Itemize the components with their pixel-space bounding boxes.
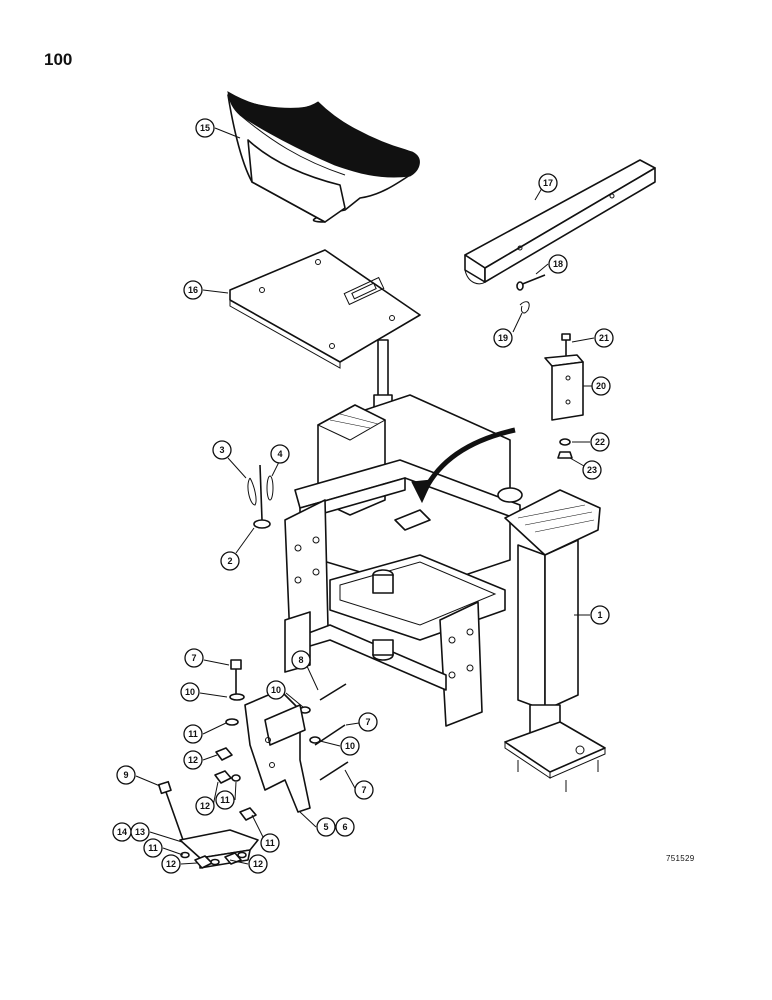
svg-text:17: 17 [543,178,553,188]
step-column [504,489,606,792]
callout-14: 14 [112,822,132,842]
callout-6: 6 [335,817,355,837]
callout-12d: 12 [248,854,268,874]
seat-cushion [227,91,420,223]
svg-text:23: 23 [587,465,597,475]
pivot-pin [247,464,274,529]
callout-11d: 11 [260,833,280,853]
svg-text:11: 11 [188,729,198,739]
svg-text:11: 11 [265,838,275,848]
svg-text:14: 14 [117,827,127,837]
callout-22: 22 [590,432,610,452]
svg-text:16: 16 [188,285,198,295]
mounting-bracket [544,333,584,459]
svg-text:1: 1 [597,610,602,620]
callout-7a: 7 [184,648,204,668]
svg-text:2: 2 [227,556,232,566]
leader-lines [135,127,595,865]
callout-21: 21 [594,328,614,348]
svg-text:8: 8 [298,655,303,665]
callout-2: 2 [220,551,240,571]
callout-15: 15 [195,118,215,138]
callout-23: 23 [582,460,602,480]
drawing-code: 751529 [666,854,695,863]
svg-text:12: 12 [253,859,263,869]
svg-text:7: 7 [361,785,366,795]
callout-11c: 11 [143,838,163,858]
callout-10c: 10 [340,736,360,756]
page-number: 100 [44,50,73,69]
lower-bracket-assembly [157,659,349,869]
svg-text:13: 13 [135,827,145,837]
svg-text:22: 22 [595,437,605,447]
svg-text:12: 12 [200,801,210,811]
callout-17: 17 [538,173,558,193]
seat-mounting-plate [229,249,421,369]
svg-text:10: 10 [271,685,281,695]
callout-12c: 12 [161,854,181,874]
svg-text:6: 6 [342,822,347,832]
callout-5: 5 [316,817,336,837]
svg-text:9: 9 [123,770,128,780]
svg-text:4: 4 [277,449,282,459]
svg-text:15: 15 [200,123,210,133]
armrest-pin [516,274,546,314]
svg-text:11: 11 [148,843,158,853]
callout-19: 19 [493,328,513,348]
svg-text:21: 21 [599,333,609,343]
svg-text:10: 10 [185,687,195,697]
callout-20: 20 [591,376,611,396]
callout-1: 1 [590,605,610,625]
svg-text:19: 19 [498,333,508,343]
callout-12a: 12 [183,750,203,770]
main-frame [284,394,523,727]
callout-7c: 7 [354,780,374,800]
svg-text:11: 11 [220,795,230,805]
armrest-channel [464,159,656,285]
callout-10b: 10 [266,680,286,700]
callout-11b: 11 [215,790,235,810]
svg-text:7: 7 [191,653,196,663]
callout-16: 16 [183,280,203,300]
svg-text:12: 12 [188,755,198,765]
direction-arrow [411,427,516,504]
callout-8: 8 [291,650,311,670]
svg-text:18: 18 [553,259,563,269]
svg-text:7: 7 [365,717,370,727]
callout-11a: 11 [183,724,203,744]
callout-10a: 10 [180,682,200,702]
svg-text:5: 5 [323,822,328,832]
svg-text:12: 12 [166,859,176,869]
callout-4: 4 [270,444,290,464]
callout-12b: 12 [195,796,215,816]
callout-3: 3 [212,440,232,460]
callout-18: 18 [548,254,568,274]
svg-text:3: 3 [219,445,224,455]
callout-13: 13 [130,822,150,842]
svg-text:20: 20 [596,381,606,391]
callout-9: 9 [116,765,136,785]
svg-text:10: 10 [345,741,355,751]
callout-7b: 7 [358,712,378,732]
